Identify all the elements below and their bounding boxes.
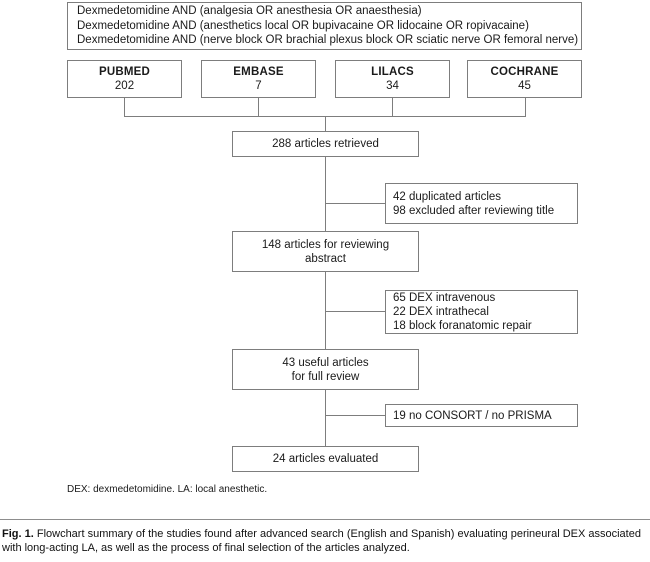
figure-caption-text: Flowchart summary of the studies found a…	[2, 528, 641, 554]
figure-footnote: DEX: dexmedetomidine. LA: local anesthet…	[67, 484, 268, 495]
stage-box-articles-evaluated: 24 articles evaluated	[232, 446, 419, 472]
database-box-cochrane: COCHRANE 45	[467, 60, 582, 98]
stage-box-articles-retrieved: 288 articles retrieved	[232, 131, 419, 157]
connector-branch-dex-groups	[325, 311, 385, 312]
caption-divider	[0, 519, 650, 520]
exclusion-dex-groups-line-2: 22 DEX intrathecal	[393, 306, 489, 318]
connector-bus-to-retrieved	[325, 116, 326, 131]
connector-fullreview-to-evaluated	[325, 390, 326, 446]
figure-caption: Fig. 1. Flowchart summary of the studies…	[2, 527, 650, 555]
stage-useful-articles-line-1: 43 useful articles	[282, 356, 369, 369]
search-strategy-line-1: Dexmedetomidine AND (analgesia OR anesth…	[77, 5, 422, 18]
stage-reviewing-abstract-line-2: abstract	[305, 252, 346, 265]
search-strategy-line-2: Dexmedetomidine AND (anesthetics local O…	[77, 19, 529, 32]
exclusion-box-dex-groups: 65 DEX intravenous 22 DEX intrathecal 18…	[385, 290, 578, 334]
database-box-lilacs: LILACS 34	[335, 60, 450, 98]
exclusion-duplicates-line-1: 42 duplicated articles	[393, 190, 502, 203]
database-count-cochrane: 45	[518, 80, 531, 92]
search-strategy-box: Dexmedetomidine AND (analgesia OR anesth…	[67, 2, 582, 50]
search-strategy-line-3: Dexmedetomidine AND (nerve block OR brac…	[77, 34, 579, 47]
database-name-pubmed: PUBMED	[98, 66, 151, 78]
connector-lilacs-drop	[392, 98, 393, 116]
exclusion-dex-groups-line-3: 18 block foranatomic repair	[393, 320, 532, 332]
exclusion-box-consort-prisma: 19 no CONSORT / no PRISMA	[385, 404, 578, 427]
database-count-pubmed: 202	[114, 80, 135, 92]
database-name-embase: EMBASE	[233, 66, 284, 78]
database-count-lilacs: 34	[386, 80, 399, 92]
connector-cochrane-drop	[525, 98, 526, 116]
stage-box-useful-articles: 43 useful articles for full review	[232, 349, 419, 390]
stage-useful-articles-line-2: for full review	[291, 370, 360, 383]
exclusion-consort-prisma-line-1: 19 no CONSORT / no PRISMA	[393, 409, 552, 422]
connector-embase-drop	[258, 98, 259, 116]
figure-caption-label: Fig. 1.	[2, 528, 34, 540]
stage-articles-retrieved-line-1: 288 articles retrieved	[272, 138, 379, 150]
connector-pubmed-drop	[124, 98, 125, 116]
connector-branch-duplicates	[325, 203, 385, 204]
connector-branch-consort	[325, 415, 385, 416]
database-box-pubmed: PUBMED 202	[67, 60, 182, 98]
database-name-lilacs: LILACS	[371, 66, 414, 78]
database-count-embase: 7	[255, 80, 262, 92]
stage-articles-evaluated-line-1: 24 articles evaluated	[272, 453, 379, 465]
exclusion-box-duplicates: 42 duplicated articles 98 excluded after…	[385, 183, 578, 224]
connector-retrieved-to-abstract	[325, 157, 326, 231]
database-box-embase: EMBASE 7	[201, 60, 316, 98]
stage-reviewing-abstract-line-1: 148 articles for reviewing	[261, 238, 390, 251]
exclusion-dex-groups-line-1: 65 DEX intravenous	[393, 292, 496, 304]
exclusion-duplicates-line-2: 98 excluded after reviewing title	[393, 204, 555, 217]
stage-box-reviewing-abstract: 148 articles for reviewing abstract	[232, 231, 419, 272]
connector-abstract-to-fullreview	[325, 272, 326, 349]
database-name-cochrane: COCHRANE	[490, 66, 559, 78]
